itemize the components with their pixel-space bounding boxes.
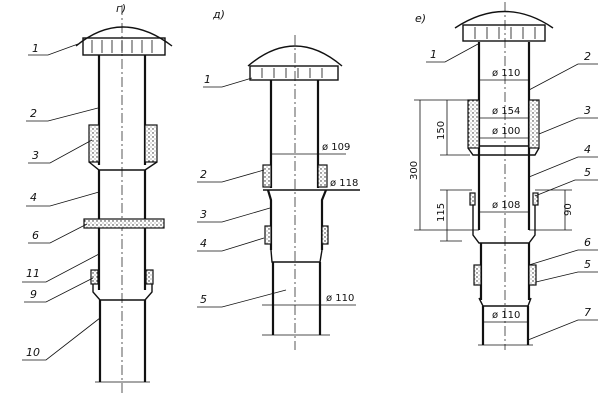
deflector-cap [247, 45, 343, 81]
svg-text:3: 3 [200, 208, 207, 221]
dimension-label: ø 100 [492, 126, 520, 137]
svg-text:10: 10 [26, 346, 40, 359]
dimension-label: ø 110 [492, 310, 520, 321]
dimension-label: ø 110 [326, 293, 354, 304]
svg-text:90: 90 [563, 203, 574, 216]
callouts: 1 2 3 4 5 [197, 73, 287, 308]
figure-d: д) ø 109 ø 118 ø 110 1 2 3 4 5 [197, 8, 360, 350]
svg-text:300: 300 [409, 161, 420, 180]
svg-text:3: 3 [32, 149, 39, 162]
svg-text:6: 6 [584, 236, 591, 249]
figure-g: г) 1 2 3 4 6 11 9 10 [22, 2, 173, 395]
svg-text:115: 115 [436, 203, 447, 222]
svg-text:150: 150 [436, 121, 447, 140]
svg-text:7: 7 [584, 306, 591, 319]
svg-text:5: 5 [584, 166, 591, 179]
dimension-label: ø 154 [492, 106, 520, 117]
length-dimensions: 300 150 115 90 [409, 99, 574, 242]
callouts: 1 2 3 4 6 11 9 10 [22, 42, 101, 361]
svg-text:1: 1 [32, 42, 39, 55]
figure-label: е) [415, 12, 426, 25]
svg-text:5: 5 [584, 258, 591, 271]
svg-text:4: 4 [584, 143, 591, 156]
svg-text:4: 4 [30, 191, 37, 204]
svg-text:4: 4 [200, 237, 207, 250]
flange [83, 218, 165, 229]
figure-e: е) ø 110 ø 154 ø 100 ø 108 ø 110 300 1 [409, 2, 598, 350]
svg-text:11: 11 [26, 267, 40, 280]
svg-text:9: 9 [30, 288, 37, 301]
svg-text:2: 2 [584, 50, 591, 63]
svg-text:2: 2 [30, 107, 37, 120]
svg-text:1: 1 [204, 73, 211, 86]
figure-label: г) [116, 2, 126, 15]
dimension-label: ø 109 [322, 142, 350, 153]
dimension-label: ø 110 [492, 68, 520, 79]
deflector-cap [75, 26, 173, 56]
callouts: 1 2 3 4 5 6 5 7 [426, 43, 598, 341]
deflector-cap [454, 10, 554, 42]
figure-label: д) [212, 8, 225, 21]
svg-text:5: 5 [200, 293, 207, 306]
svg-text:6: 6 [32, 229, 39, 242]
svg-text:3: 3 [584, 104, 591, 117]
dimension-label: ø 108 [492, 200, 520, 211]
dimension-label: ø 118 [330, 178, 358, 189]
svg-text:2: 2 [200, 168, 207, 181]
svg-text:1: 1 [430, 48, 437, 61]
